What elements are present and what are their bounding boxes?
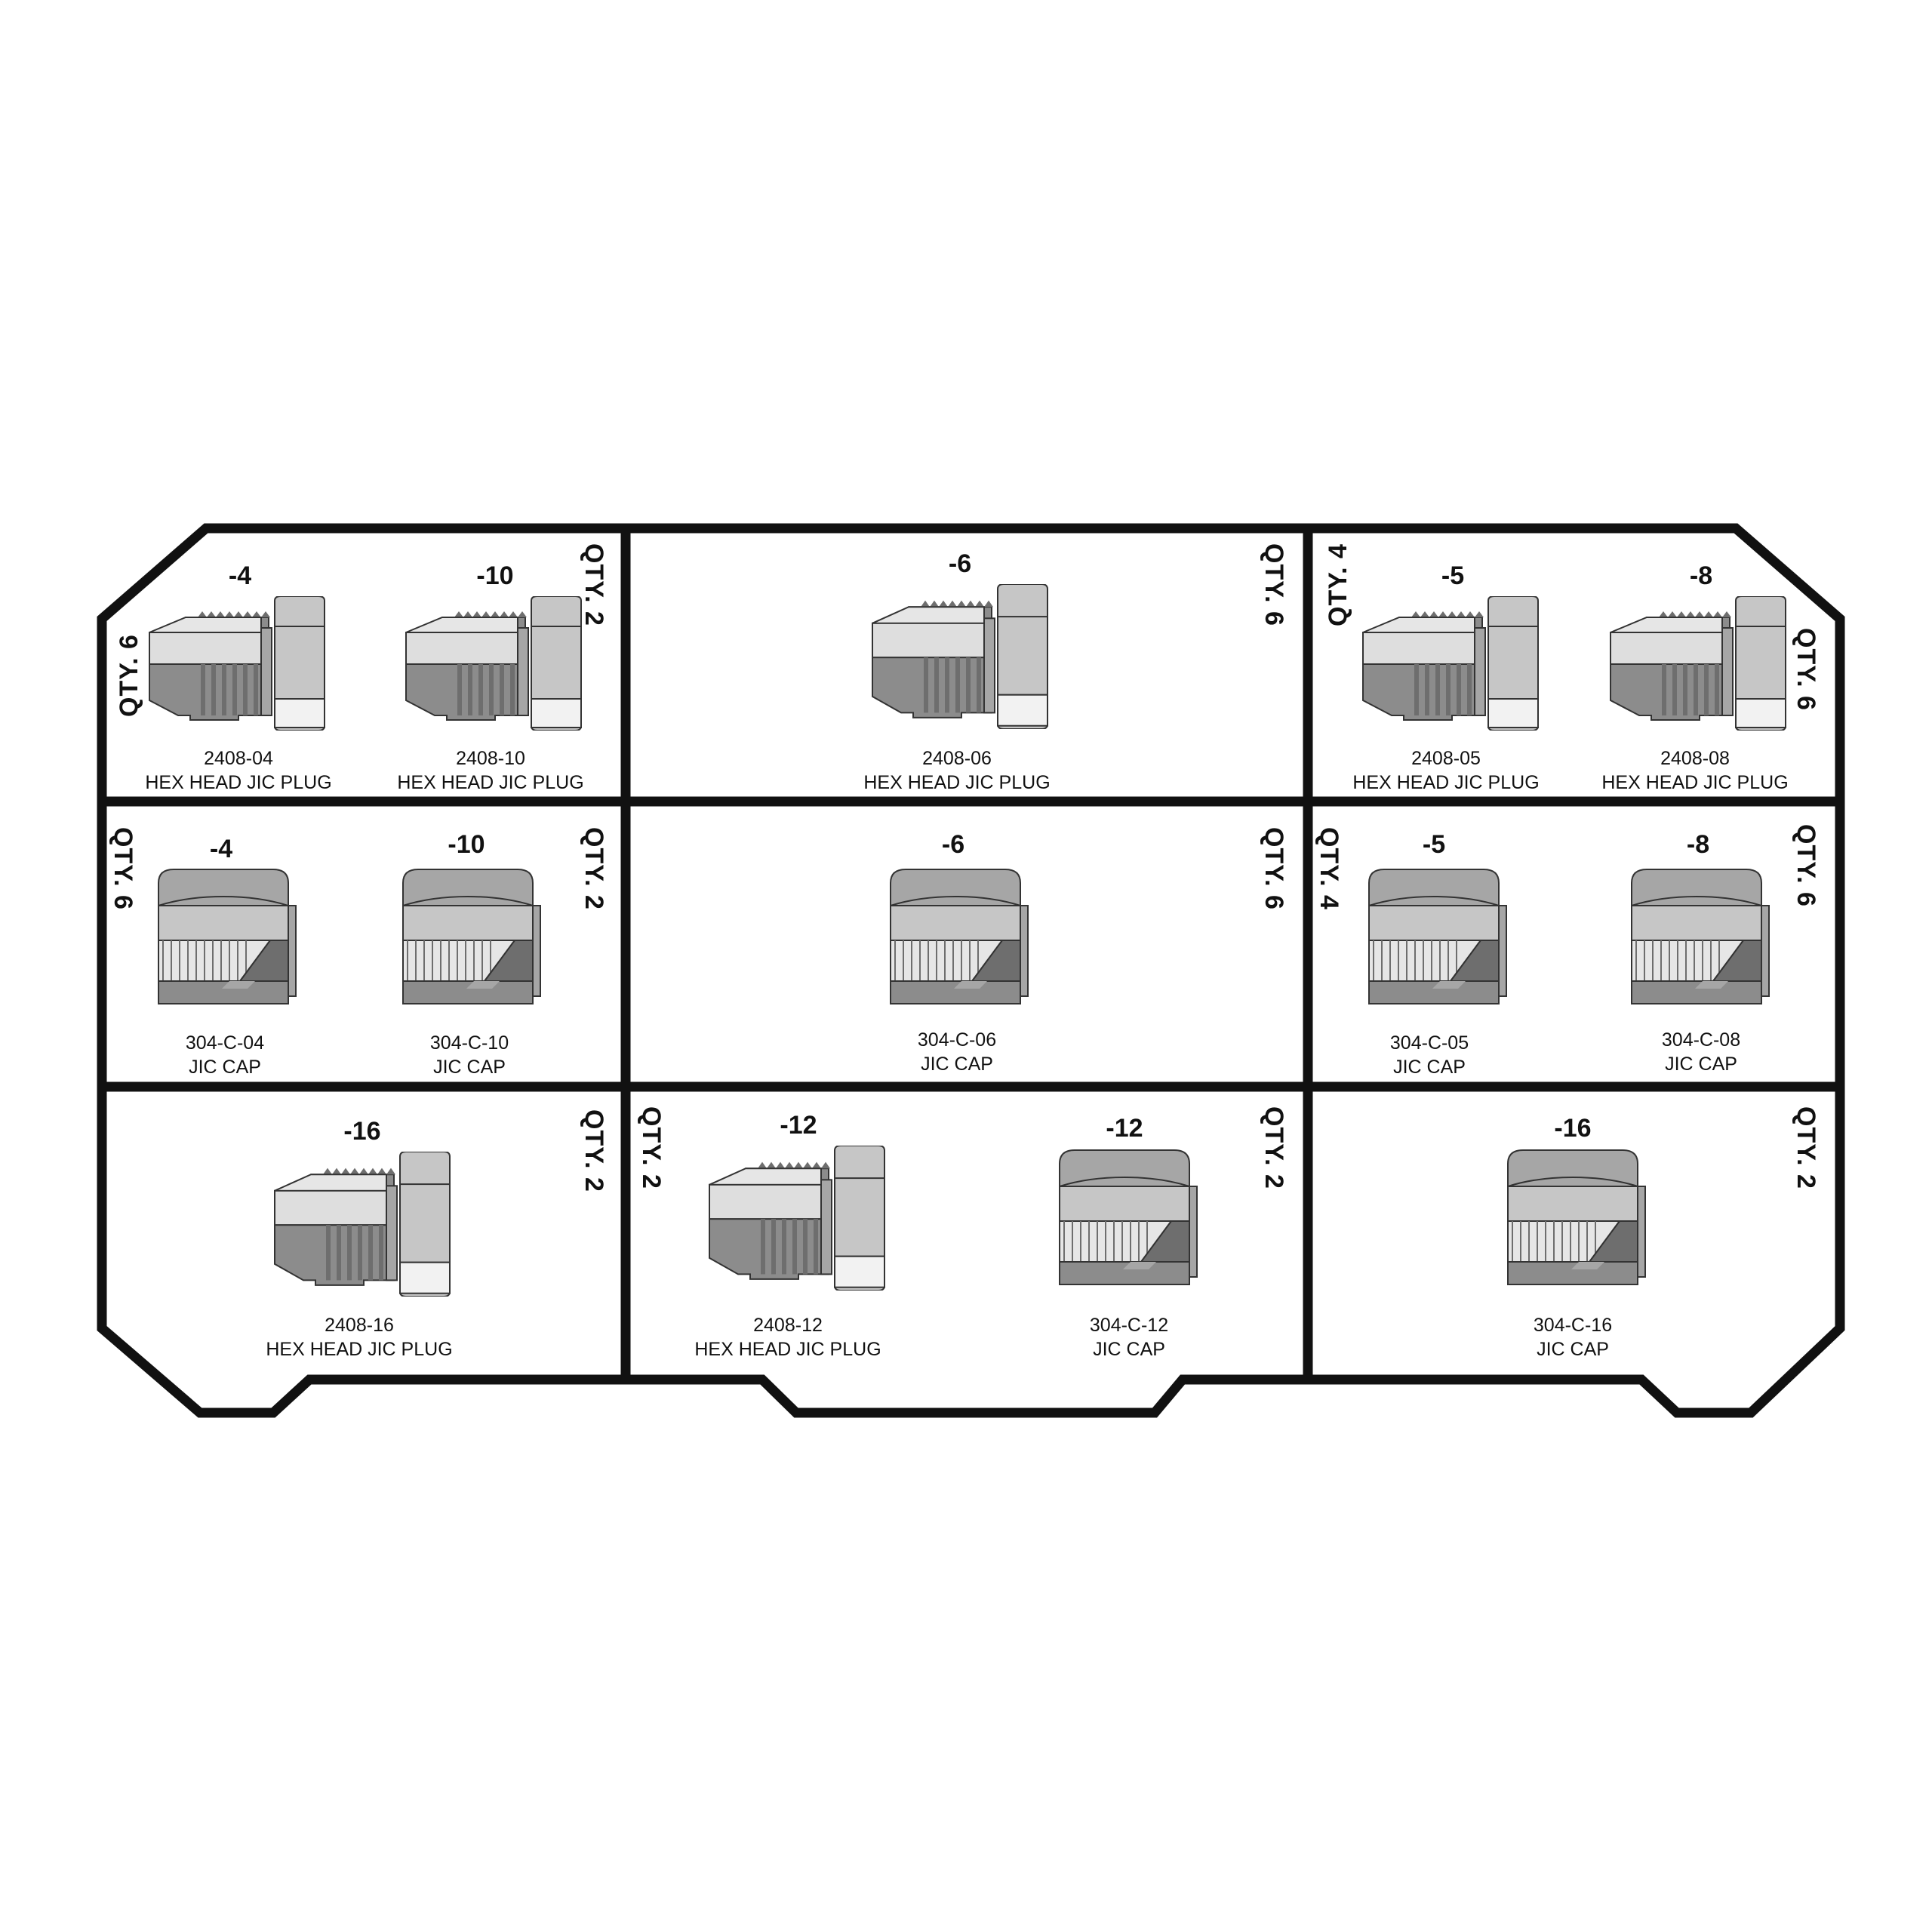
part-label: 304-C-10JIC CAP (430, 1031, 509, 1079)
part-number: 304-C-16 (1534, 1315, 1612, 1336)
size-label: -12 (780, 1111, 817, 1140)
hex-head-jic-plug-icon (1361, 596, 1540, 731)
part-description: HEX HEAD JIC PLUG (266, 1339, 452, 1360)
part-number: 304-C-10 (430, 1032, 509, 1054)
part-label: 304-C-16JIC CAP (1534, 1313, 1612, 1361)
part-label: 304-C-08JIC CAP (1662, 1028, 1740, 1076)
part-description: JIC CAP (1093, 1339, 1165, 1360)
jic-cap-icon (889, 868, 1029, 1008)
size-label: -6 (949, 549, 971, 579)
qty-label: QTY. 6 (108, 827, 137, 910)
hex-head-jic-plug-icon (1609, 596, 1787, 731)
jic-cap-icon (157, 868, 297, 1008)
part-label: 2408-04HEX HEAD JIC PLUG (145, 746, 331, 795)
size-label: -16 (1554, 1114, 1591, 1143)
jic-cap-icon (1367, 868, 1508, 1008)
part-description: HEX HEAD JIC PLUG (1352, 772, 1539, 793)
part-description: JIC CAP (921, 1054, 993, 1075)
part-description: HEX HEAD JIC PLUG (1601, 772, 1788, 793)
size-label: -10 (448, 830, 485, 860)
qty-label: QTY. 2 (1791, 1106, 1820, 1189)
part-label: 2408-10HEX HEAD JIC PLUG (397, 746, 583, 795)
part-label: 2408-08HEX HEAD JIC PLUG (1601, 746, 1788, 795)
part-description: HEX HEAD JIC PLUG (694, 1339, 881, 1360)
part-label: 304-C-05JIC CAP (1390, 1031, 1469, 1079)
part-number: 304-C-08 (1662, 1029, 1740, 1051)
part-number: 304-C-06 (918, 1029, 996, 1051)
size-label: -10 (476, 561, 513, 591)
qty-label: QTY. 2 (1259, 1106, 1288, 1189)
part-label: 2408-16HEX HEAD JIC PLUG (266, 1313, 452, 1361)
part-description: HEX HEAD JIC PLUG (397, 772, 583, 793)
part-number: 304-C-12 (1090, 1315, 1168, 1336)
part-description: JIC CAP (1537, 1339, 1609, 1360)
jic-cap-icon (1506, 1149, 1647, 1289)
part-number: 2408-08 (1660, 748, 1730, 769)
part-description: JIC CAP (1665, 1054, 1737, 1075)
qty-label: QTY. 6 (1259, 827, 1288, 910)
part-number: 304-C-04 (186, 1032, 264, 1054)
qty-label: QTY. 6 (1259, 543, 1288, 626)
part-number: 2408-05 (1411, 748, 1481, 769)
hex-head-jic-plug-icon (148, 596, 326, 731)
size-label: -5 (1441, 561, 1464, 591)
hex-head-jic-plug-icon (273, 1152, 451, 1297)
part-description: JIC CAP (189, 1057, 261, 1078)
part-label: 304-C-04JIC CAP (186, 1031, 264, 1079)
part-number: 304-C-05 (1390, 1032, 1469, 1054)
qty-label: QTY. 2 (579, 543, 608, 626)
size-label: -4 (229, 561, 251, 591)
qty-label: QTY. 2 (636, 1106, 666, 1189)
part-label: 2408-06HEX HEAD JIC PLUG (863, 746, 1050, 795)
qty-label: QTY. 2 (579, 827, 608, 910)
jic-cap-icon (401, 868, 542, 1008)
jic-cap-icon (1630, 868, 1770, 1008)
part-description: JIC CAP (1393, 1057, 1466, 1078)
qty-label: QTY. 4 (1324, 543, 1353, 626)
hex-head-jic-plug-icon (708, 1146, 886, 1291)
size-label: -8 (1687, 830, 1709, 860)
hex-head-jic-plug-icon (405, 596, 583, 731)
qty-label: QTY. 6 (115, 634, 144, 717)
qty-label: QTY. 6 (1791, 628, 1820, 711)
part-label: 2408-12HEX HEAD JIC PLUG (694, 1313, 881, 1361)
size-label: -6 (942, 830, 964, 860)
size-label: -12 (1106, 1114, 1143, 1143)
part-description: HEX HEAD JIC PLUG (863, 772, 1050, 793)
qty-label: QTY. 4 (1314, 827, 1343, 910)
hex-head-jic-plug-icon (871, 584, 1049, 729)
part-description: HEX HEAD JIC PLUG (145, 772, 331, 793)
part-number: 2408-10 (456, 748, 525, 769)
part-number: 2408-06 (922, 748, 992, 769)
qty-label: QTY. 2 (579, 1109, 608, 1192)
part-label: 304-C-12JIC CAP (1090, 1313, 1168, 1361)
size-label: -16 (343, 1117, 380, 1146)
part-label: 304-C-06JIC CAP (918, 1028, 996, 1076)
part-number: 2408-12 (753, 1315, 823, 1336)
part-number: 2408-04 (204, 748, 273, 769)
qty-label: QTY. 6 (1791, 824, 1820, 907)
size-label: -5 (1423, 830, 1445, 860)
jic-cap-icon (1058, 1149, 1198, 1289)
size-label: -4 (210, 835, 232, 864)
part-description: JIC CAP (433, 1057, 506, 1078)
size-label: -8 (1690, 561, 1712, 591)
part-number: 2408-16 (325, 1315, 394, 1336)
part-label: 2408-05HEX HEAD JIC PLUG (1352, 746, 1539, 795)
